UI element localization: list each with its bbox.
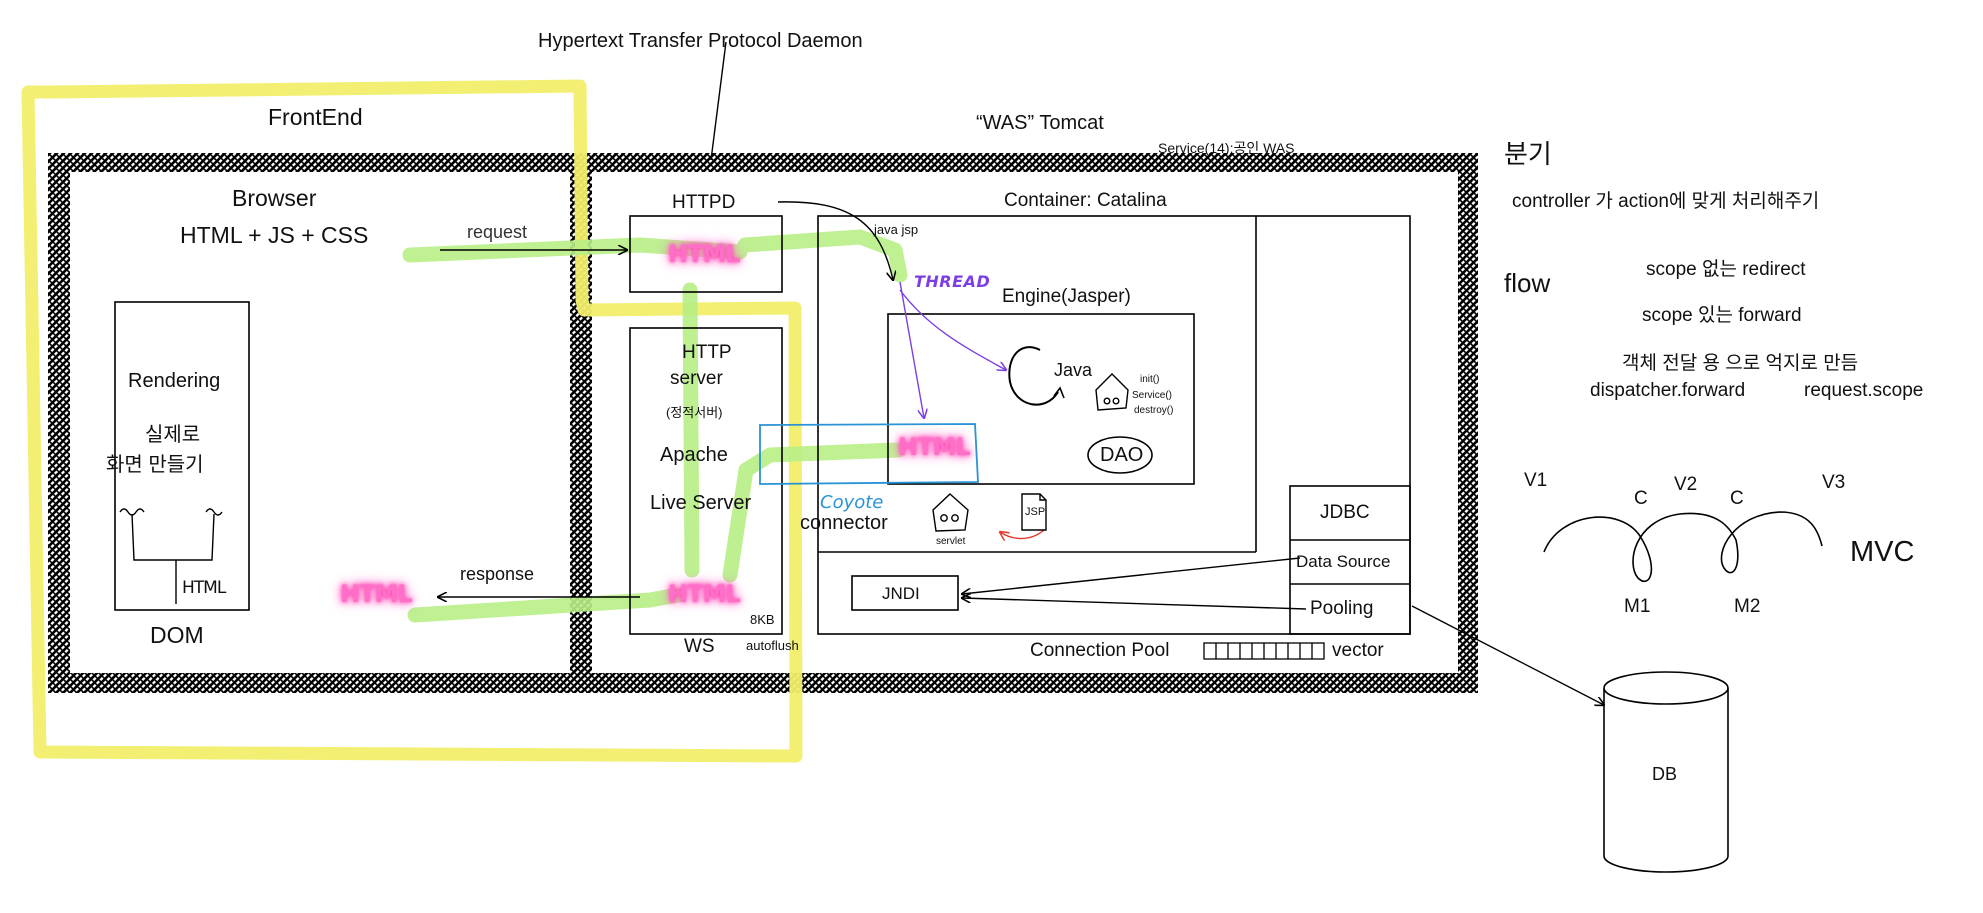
data-source-label: Data Source bbox=[1296, 552, 1391, 571]
real-make-label-1: 실제로 bbox=[145, 424, 201, 446]
connection-pool-cells bbox=[1203, 642, 1325, 660]
servlet-label: servlet bbox=[936, 536, 966, 547]
black-arrows bbox=[438, 41, 1604, 705]
http-server-box-outline bbox=[629, 327, 783, 635]
connector-label: connector bbox=[800, 512, 888, 534]
live-server-label: Live Server bbox=[650, 492, 752, 514]
autoflush-label: autoflush bbox=[746, 638, 799, 653]
init-label: init() bbox=[1140, 374, 1160, 385]
http-server-label-2: server bbox=[670, 368, 723, 389]
html-hand-label: HTML bbox=[182, 578, 226, 598]
jsp-file-icon bbox=[1021, 493, 1047, 531]
request-label: request bbox=[467, 222, 528, 242]
apache-label: Apache bbox=[660, 444, 728, 466]
jsp-label: JSP bbox=[1025, 506, 1046, 518]
controller-note: controller 가 action에 맞게 처리해주기 bbox=[1512, 191, 1820, 212]
object-pass-note: 객체 전달 용 으로 억지로 만듬 bbox=[1622, 353, 1859, 374]
forward-note: scope 있는 forward bbox=[1642, 305, 1802, 326]
jdbc-label: JDBC bbox=[1320, 502, 1370, 523]
green-request-path bbox=[402, 229, 908, 623]
dispatcher-note: dispatcher.forward bbox=[1590, 380, 1746, 401]
browser-screen-outline bbox=[114, 301, 250, 611]
pooling-label: Pooling bbox=[1310, 598, 1374, 619]
java-jsp-label: java jsp bbox=[874, 222, 919, 237]
coyote-label: Coyote bbox=[820, 492, 884, 513]
glow-html-request: HTML bbox=[668, 240, 741, 268]
connection-pool-label: Connection Pool bbox=[1030, 640, 1170, 661]
branch-note: 분기 bbox=[1504, 139, 1552, 169]
glow-html-browser: HTML bbox=[340, 580, 413, 608]
engine-box-outline bbox=[887, 313, 1195, 485]
jdbc-box-outline bbox=[1289, 485, 1411, 635]
java-mascot-icon bbox=[1095, 373, 1129, 411]
http-server-label-1: HTTP bbox=[682, 342, 732, 363]
purple-arrows bbox=[899, 281, 1006, 418]
flow-note: flow bbox=[1504, 268, 1551, 298]
dom-tree-doodle bbox=[119, 508, 223, 604]
service-method-label: Service() bbox=[1132, 390, 1173, 401]
mvc-c1: C bbox=[1634, 488, 1648, 509]
response-label: response bbox=[460, 564, 535, 584]
thread-label: THREAD bbox=[914, 272, 991, 291]
coyote-blue-outline bbox=[759, 423, 979, 485]
mvc-v3: V3 bbox=[1822, 472, 1846, 493]
frontend-yellow-highlight bbox=[21, 79, 803, 763]
dao-label: DAO bbox=[1100, 444, 1144, 466]
java-cycle-arrow bbox=[1008, 346, 1059, 406]
dom-label: DOM bbox=[150, 622, 204, 648]
java-label: Java bbox=[1054, 360, 1093, 380]
ws-label: WS bbox=[684, 636, 715, 657]
httpd-full-label: Hypertext Transfer Protocol Daemon bbox=[538, 30, 863, 52]
html-js-css-label: HTML + JS + CSS bbox=[180, 222, 369, 248]
jndi-label: JNDI bbox=[882, 584, 920, 603]
redirect-note: scope 없는 redirect bbox=[1646, 259, 1806, 280]
mvc-m2: M2 bbox=[1734, 596, 1761, 617]
kb-label: 8KB bbox=[750, 612, 775, 627]
mvc-v1: V1 bbox=[1524, 470, 1548, 491]
real-make-label-2: 화면 만들기 bbox=[106, 454, 204, 476]
glow-html-response: HTML bbox=[668, 580, 741, 608]
db-label: DB bbox=[1652, 764, 1678, 784]
vector-label: vector bbox=[1332, 640, 1384, 661]
container-label: Container: Catalina bbox=[1004, 190, 1167, 211]
mvc-curves bbox=[1543, 511, 1823, 583]
browser-label: Browser bbox=[232, 185, 317, 211]
mvc-title: MVC bbox=[1850, 536, 1915, 568]
dao-oval bbox=[1087, 436, 1153, 474]
glow-html-engine: HTML bbox=[898, 433, 971, 461]
request-scope-note: request.scope bbox=[1804, 380, 1924, 401]
destroy-label: destroy() bbox=[1134, 405, 1174, 416]
jndi-box-outline bbox=[851, 575, 959, 611]
was-title: “WAS” Tomcat bbox=[976, 112, 1104, 134]
mvc-c2: C bbox=[1730, 488, 1744, 509]
httpd-label: HTTPD bbox=[672, 192, 736, 213]
red-arrow bbox=[1000, 529, 1045, 539]
db-cylinder bbox=[1603, 671, 1729, 873]
static-server-label: (정적서버) bbox=[666, 405, 723, 420]
rendering-label: Rendering bbox=[128, 370, 221, 392]
frontend-label: FrontEnd bbox=[268, 104, 363, 130]
servlet-mascot-icon bbox=[932, 493, 969, 532]
service-note: Service(14):공인 WAS bbox=[1158, 140, 1295, 156]
httpd-box-outline bbox=[629, 215, 783, 293]
mvc-m1: M1 bbox=[1624, 596, 1651, 617]
mvc-v2: V2 bbox=[1674, 474, 1698, 495]
engine-label: Engine(Jasper) bbox=[1002, 286, 1131, 307]
